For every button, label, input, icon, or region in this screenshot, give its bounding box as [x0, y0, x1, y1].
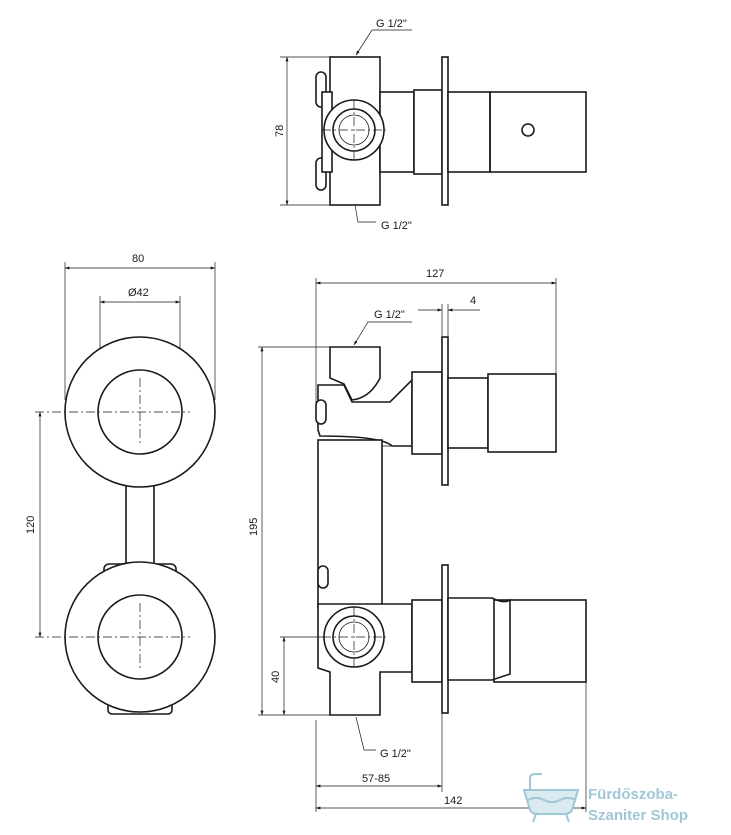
- side-height-label: 195: [248, 518, 260, 536]
- side-thread-bottom-label: G 1/2": [380, 748, 411, 760]
- front-view: 80 Ø42 120: [25, 253, 216, 715]
- bathtub-icon: [522, 773, 580, 823]
- front-spacing-label: 120: [25, 516, 37, 534]
- side-offset-label: 40: [270, 671, 282, 683]
- front-diameter-label: Ø42: [128, 287, 149, 299]
- side-plate-label: 4: [470, 295, 476, 307]
- watermark: Fürdőszoba- Szaniter Shop: [522, 773, 688, 824]
- side-view: 127 4 195: [248, 268, 587, 812]
- side-depth-lower-label: 142: [444, 795, 462, 807]
- front-width-label: 80: [132, 253, 144, 265]
- side-thread-top-label: G 1/2": [374, 309, 405, 321]
- side-range-label: 57-85: [362, 773, 390, 785]
- side-depth-total-label: 127: [426, 268, 444, 280]
- top-thread-top-label: G 1/2": [376, 18, 407, 30]
- watermark-line1: Fürdőszoba-: [588, 786, 678, 803]
- watermark-line2: Szaniter Shop: [588, 807, 688, 824]
- top-thread-bottom-label: G 1/2": [381, 220, 412, 232]
- top-height-label: 78: [274, 125, 286, 137]
- top-view: G 1/2" G 1/2" 78: [274, 18, 587, 232]
